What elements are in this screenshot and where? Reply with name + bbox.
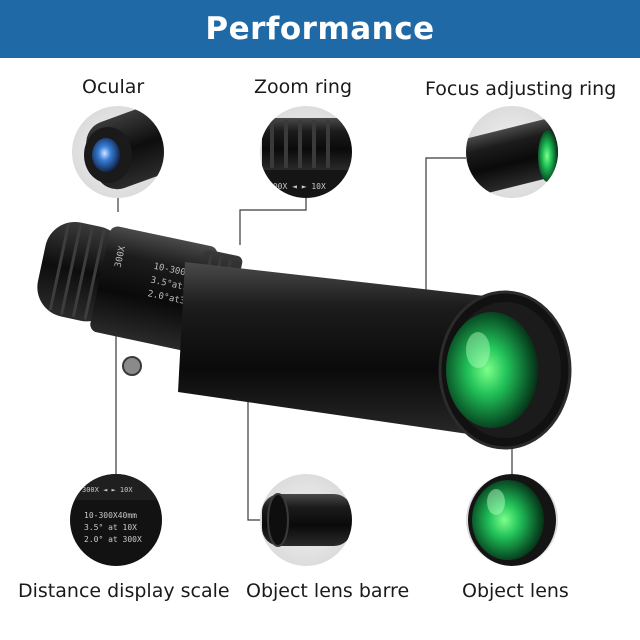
scale-header-engraving: 300X ◄ ► 10X [82, 486, 133, 494]
label-ocular: Ocular [82, 76, 145, 98]
label-object-lens: Object lens [462, 580, 569, 602]
label-zoom-ring: Zoom ring [254, 76, 353, 98]
label-object-barrel: Object lens barre [246, 580, 410, 602]
spec-line-1: 10-300X40mm [84, 511, 137, 520]
label-focus-ring: Focus adjusting ring [425, 78, 617, 100]
svg-text:300X: 300X [114, 245, 128, 269]
callout-line-barrel [247, 370, 260, 521]
detail-circle-barrel [260, 474, 352, 566]
label-distance-scale: Distance display scale [18, 580, 230, 602]
spec-line-3: 2.0° at 300X [84, 535, 142, 544]
zoom-ring-engraving: 300X ◄ ► 10X [268, 182, 326, 191]
monocular-body: 300X 10-300X40 3.5°at10 2.0°at3 [37, 221, 572, 450]
callout-line-zoom [239, 198, 307, 245]
callout-line-focus [425, 157, 466, 290]
detail-circle-ocular [72, 106, 164, 198]
detail-circle-scale: 300X ◄ ► 10X 10-300X40mm 3.5° at 10X 2.0… [70, 474, 162, 566]
detail-circle-lens [466, 474, 558, 566]
header-banner: Performance [0, 0, 640, 58]
spec-line-2: 3.5° at 10X [84, 523, 137, 532]
detail-circle-focus [466, 106, 558, 198]
banner-title: Performance [205, 11, 435, 47]
detail-circle-zoom: 300X ◄ ► 10X [260, 106, 352, 198]
